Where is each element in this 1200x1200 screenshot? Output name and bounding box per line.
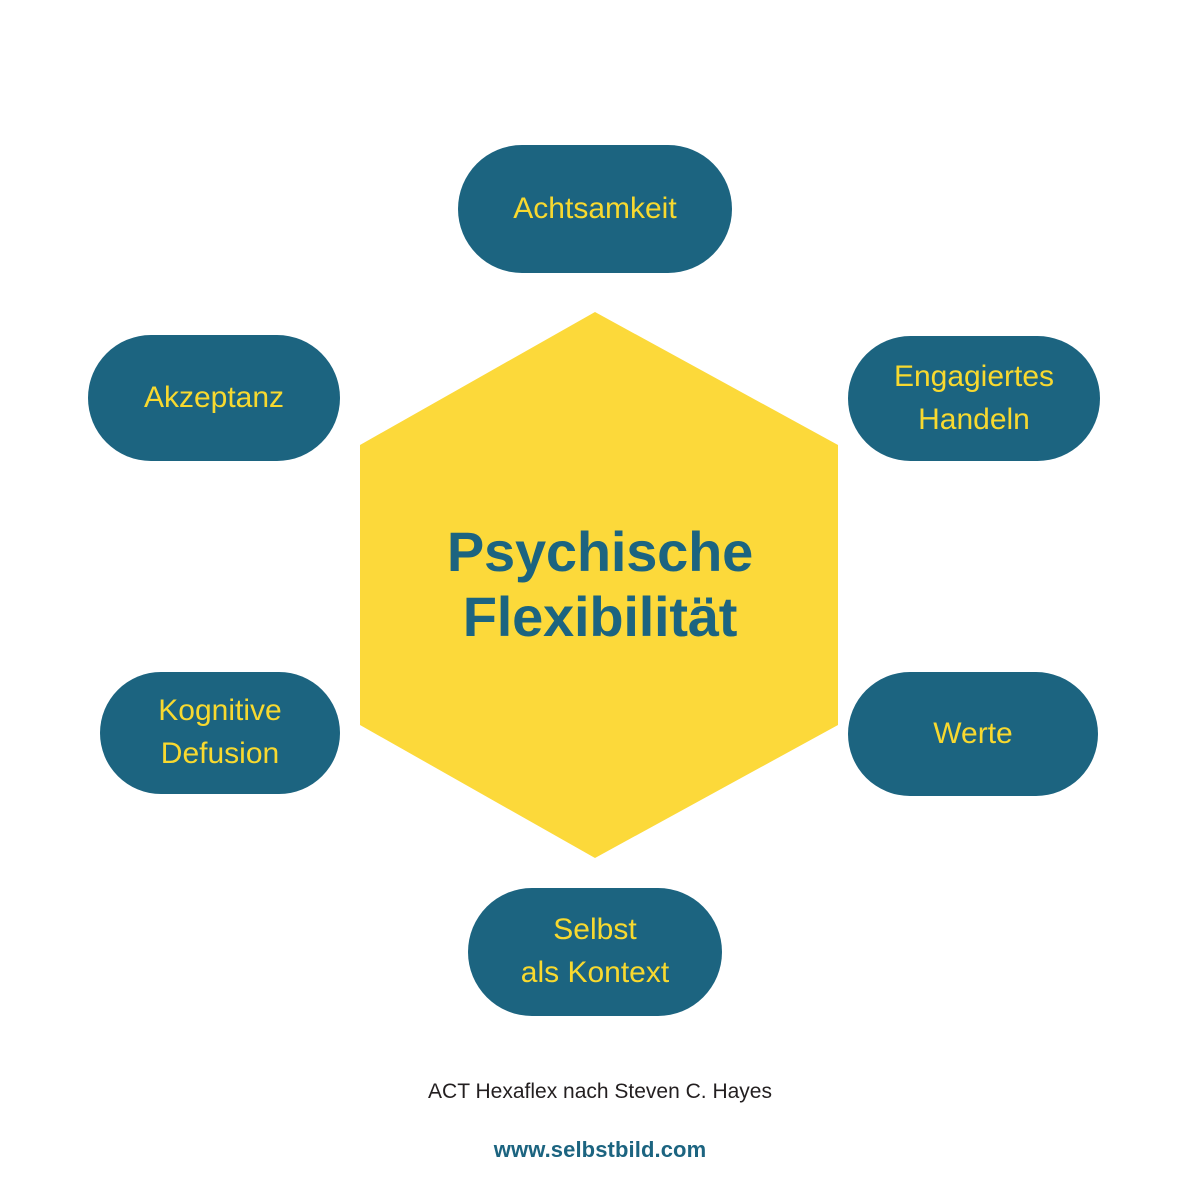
hexagon-shape xyxy=(360,312,838,858)
node-kognitive-defusion-label: Kognitive Defusion xyxy=(158,694,282,770)
website-url[interactable]: www.selbstbild.com xyxy=(493,1137,707,1162)
node-engagiertes-handeln-label: Engagiertes Handeln xyxy=(893,359,1055,436)
node-akzeptanz[interactable]: Akzeptanz xyxy=(88,335,340,461)
node-kognitive-defusion[interactable]: Kognitive Defusion xyxy=(100,672,340,794)
node-werte-label: Werte xyxy=(933,716,1013,750)
central-hexagon: Psychische Flexibilität xyxy=(355,305,845,865)
node-akzeptanz-label: Akzeptanz xyxy=(143,380,285,414)
node-achtsamkeit[interactable]: Achtsamkeit xyxy=(458,145,732,273)
diagram-caption: ACT Hexaflex nach Steven C. Hayes xyxy=(428,1080,772,1103)
node-werte[interactable]: Werte xyxy=(848,672,1098,796)
node-selbst-als-kontext[interactable]: Selbst als Kontext xyxy=(468,888,722,1016)
node-achtsamkeit-label: Achtsamkeit xyxy=(513,191,677,225)
node-selbst-als-kontext-label: Selbst als Kontext xyxy=(520,913,670,989)
node-engagiertes-handeln[interactable]: Engagiertes Handeln xyxy=(848,336,1100,461)
